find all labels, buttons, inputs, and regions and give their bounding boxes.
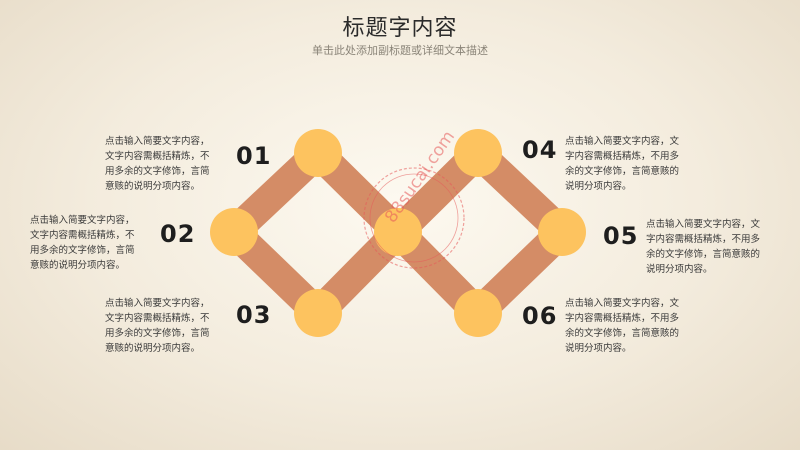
page-title: 标题字内容: [342, 16, 458, 41]
item-number-04: 04: [522, 136, 558, 164]
node-center: [374, 208, 422, 256]
node-06: [454, 289, 502, 337]
node-02: [210, 208, 258, 256]
item-text-02: 点击输入简要文字内容，文字内容需概括精炼，不用多余的文字修饰，言简意赅的说明分项…: [30, 215, 135, 271]
node-05: [538, 208, 586, 256]
item-number-05: 05: [603, 222, 639, 250]
watermark-seal: [363, 167, 465, 269]
node-01: [294, 129, 342, 177]
item-text-01: 点击输入简要文字内容，文字内容需概括精炼，不用多余的文字修饰，言简意赅的说明分项…: [105, 136, 210, 192]
item-number-06: 06: [522, 302, 558, 330]
node-03: [294, 289, 342, 337]
node-04: [454, 129, 502, 177]
item-text-05: 点击输入简要文字内容，文字内容需概括精炼，不用多余的文字修饰，言简意赅的说明分项…: [646, 219, 761, 275]
item-text-06: 点击输入简要文字内容，文字内容需概括精炼，不用多余的文字修饰，言简意赅的说明分项…: [565, 298, 680, 354]
item-number-03: 03: [236, 301, 272, 329]
item-number-01: 01: [236, 142, 272, 170]
item-text-03: 点击输入简要文字内容，文字内容需概括精炼，不用多余的文字修饰，言简意赅的说明分项…: [105, 298, 210, 354]
item-number-02: 02: [160, 220, 196, 248]
item-text-04: 点击输入简要文字内容，文字内容需概括精炼，不用多余的文字修饰，言简意赅的说明分项…: [565, 136, 680, 192]
page-subtitle: 单击此处添加副标题或详细文本描述: [312, 44, 488, 57]
